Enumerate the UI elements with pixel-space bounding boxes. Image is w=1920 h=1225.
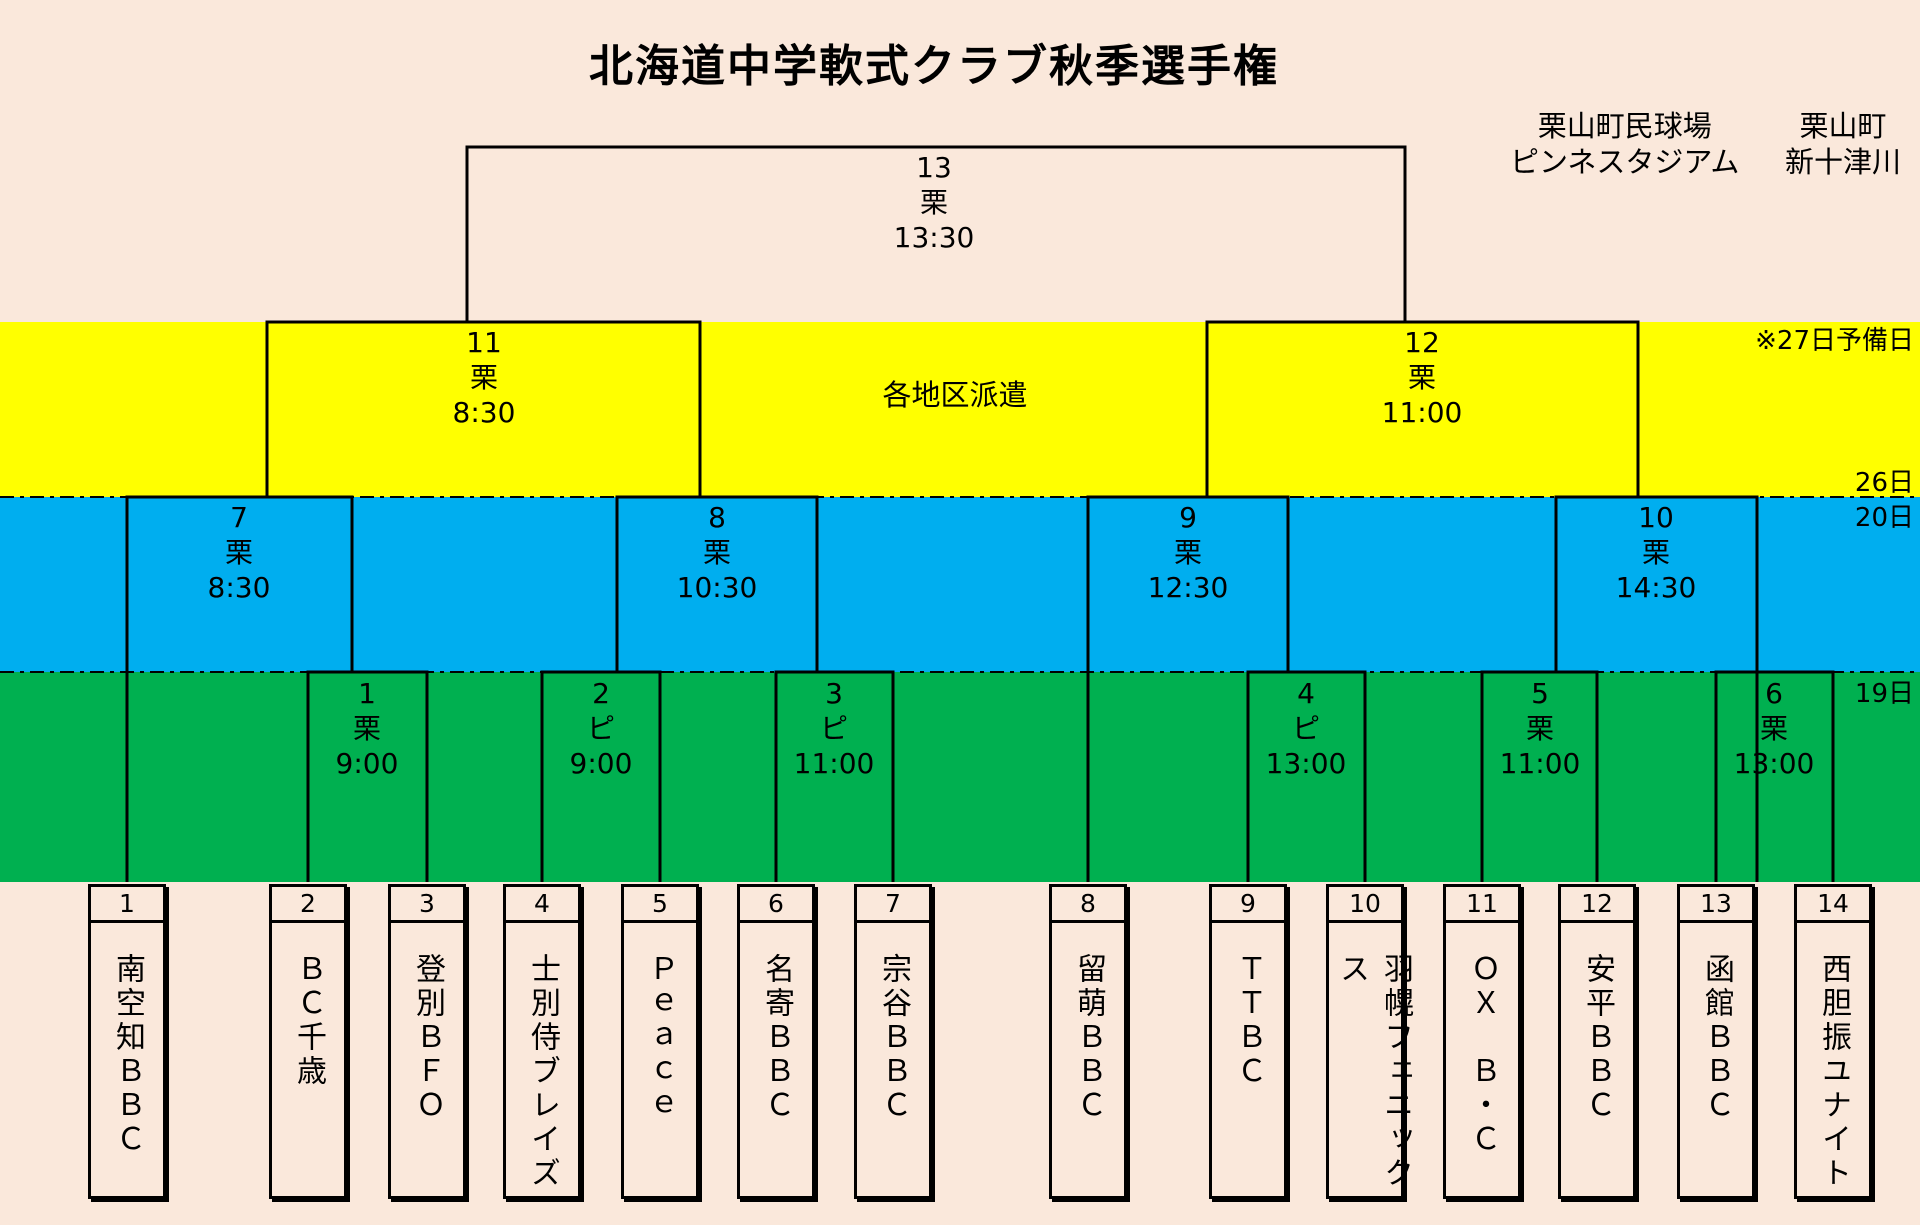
date-26: 26日 xyxy=(1854,468,1914,498)
team-name: Ｐｅａｃｅ xyxy=(643,953,678,1123)
team-box: 11 ＯＸ Ｂ・Ｃ xyxy=(1443,884,1521,1199)
team-number: 14 xyxy=(1797,887,1869,923)
team-number: 10 xyxy=(1329,887,1401,923)
band-final xyxy=(0,322,1920,497)
team-name: ＴＴＢＣ xyxy=(1231,953,1266,1089)
team-box: 6 名寄ＢＢＣ xyxy=(737,884,815,1199)
team-name: 南空知ＢＢＣ xyxy=(110,953,145,1157)
team-name: ＯＸ Ｂ・Ｃ xyxy=(1465,953,1500,1157)
date-19: 19日 xyxy=(1854,679,1914,709)
team-box: 8 留萌ＢＢＣ xyxy=(1049,884,1127,1199)
team-name: 宗谷ＢＢＣ xyxy=(876,953,911,1123)
team-box: 9 ＴＴＢＣ xyxy=(1209,884,1287,1199)
page-title: 北海道中学軟式クラブ秋季選手権 xyxy=(589,41,1279,92)
team-number: 3 xyxy=(391,887,463,923)
team-name: 羽幌フェニックス xyxy=(1334,953,1413,1191)
team-name: 士別侍ブレイズ xyxy=(525,953,560,1191)
team-number: 11 xyxy=(1446,887,1518,923)
bracket-lines xyxy=(125,145,1835,882)
team-box: 10 羽幌フェニックス xyxy=(1326,884,1413,1199)
team-box: 4 士別侍ブレイズ xyxy=(503,884,581,1199)
team-number: 4 xyxy=(506,887,578,923)
team-number: 5 xyxy=(624,887,696,923)
team-number: 6 xyxy=(740,887,812,923)
team-box: 12 安平ＢＢＣ xyxy=(1558,884,1636,1199)
team-name: ＢＣ千歳 xyxy=(291,953,326,1089)
note-regional-dispatch: 各地区派遣 xyxy=(882,378,1028,412)
team-name: 安平ＢＢＣ xyxy=(1580,953,1615,1123)
date-reserve: ※27日予備日 xyxy=(1755,326,1914,356)
team-box: 5 Ｐｅａｃｅ xyxy=(621,884,699,1199)
band-second-round xyxy=(0,497,1920,672)
team-box: 2 ＢＣ千歳 xyxy=(269,884,347,1199)
team-name: 登別ＢＦＯ xyxy=(410,953,445,1123)
team-box: 13 函館ＢＢＣ xyxy=(1677,884,1755,1199)
team-name: 函館ＢＢＣ xyxy=(1699,953,1734,1123)
team-number: 8 xyxy=(1052,887,1124,923)
venue-kuriyama: 栗山町民球場 ピンネスタジアム xyxy=(1510,109,1740,179)
team-name: 留萌ＢＢＣ xyxy=(1071,953,1106,1123)
team-box: 14 西胆振ユナイト xyxy=(1794,884,1872,1199)
band-first-round xyxy=(0,672,1920,882)
team-box: 7 宗谷ＢＢＣ xyxy=(854,884,932,1199)
team-number: 13 xyxy=(1680,887,1752,923)
team-name: 名寄ＢＢＣ xyxy=(759,953,794,1123)
date-20: 20日 xyxy=(1854,503,1914,533)
team-number: 7 xyxy=(857,887,929,923)
team-name: 西胆振ユナイト xyxy=(1816,953,1851,1191)
team-box: 3 登別ＢＦＯ xyxy=(388,884,466,1199)
venue-shintotsukawa: 栗山町 新十津川 xyxy=(1785,109,1902,179)
team-box: 1 南空知ＢＢＣ xyxy=(88,884,166,1199)
team-number: 2 xyxy=(272,887,344,923)
team-number: 1 xyxy=(91,887,163,923)
team-number: 9 xyxy=(1212,887,1284,923)
team-number: 12 xyxy=(1561,887,1633,923)
